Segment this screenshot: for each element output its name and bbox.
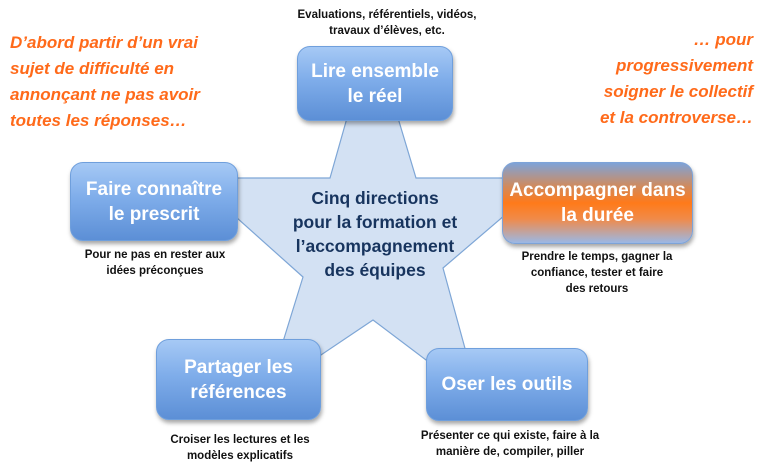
center-title: Cinq directions pour la formation et l’a… [292,188,458,280]
note-lire-ensemble: Evaluations, référentiels, vidéos, trava… [297,9,477,37]
note-faire-connaitre: Pour ne pas en rester aux idées préconçu… [84,249,226,277]
box-accompagner: Accompagner dans la durée [502,162,693,244]
box-lire-ensemble: Lire ensemble le réel [297,46,453,121]
intro-text: D’abord partir d’un vrai sujet de diffic… [10,33,200,130]
outro-text: … pour progressivement soigner le collec… [599,30,753,127]
box-oser: Oser les outils [426,348,588,421]
box-faire-connaitre: Faire connaître le prescrit [70,162,238,241]
note-oser: Présenter ce qui existe, faire à la mani… [420,430,600,458]
note-accompagner: Prendre le temps, gagner la confiance, t… [521,251,673,295]
note-partager: Croiser les lectures et les modèles expl… [170,434,310,462]
box-partager: Partager les références [156,339,321,420]
